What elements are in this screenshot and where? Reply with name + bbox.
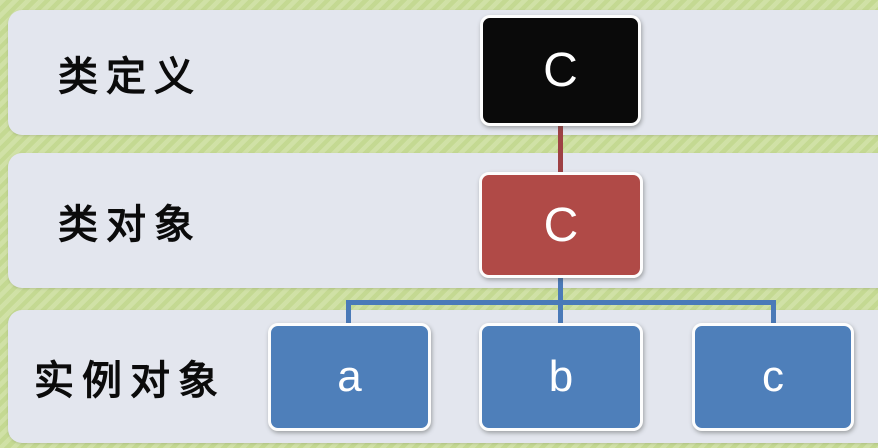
- connector-drop-a: [346, 300, 351, 326]
- node-instance-b: b: [479, 323, 643, 431]
- node-class-object-label: C: [543, 198, 579, 252]
- node-instance-a: a: [268, 323, 431, 431]
- connector-drop-b: [558, 300, 563, 326]
- band-class-object: 类对象: [8, 153, 878, 288]
- node-class-definition: C: [480, 15, 641, 126]
- connector-object-stem: [558, 276, 563, 305]
- node-class-object: C: [479, 172, 643, 278]
- label-class-definition: 类定义: [58, 52, 202, 100]
- node-instance-c-label: c: [762, 352, 784, 401]
- node-class-definition-label: C: [543, 44, 578, 97]
- node-instance-a-label: a: [337, 352, 362, 401]
- connector-drop-c: [771, 300, 776, 326]
- band-class-definition: 类定义: [8, 10, 878, 135]
- label-instance-objects: 实例对象: [34, 356, 226, 404]
- node-instance-c: c: [692, 323, 854, 431]
- label-class-object: 类对象: [58, 200, 202, 248]
- connector-class-to-object: [558, 124, 563, 176]
- node-instance-b-label: b: [548, 352, 574, 401]
